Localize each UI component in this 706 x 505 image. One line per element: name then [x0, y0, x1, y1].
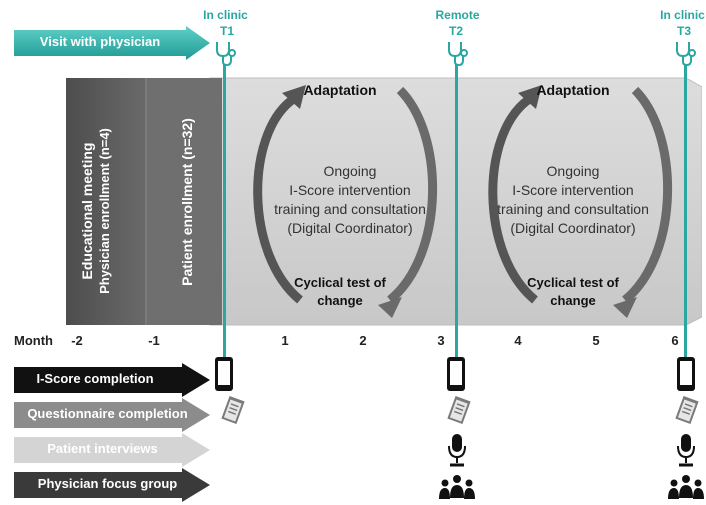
cycle-line: Ongoing	[546, 163, 600, 179]
month-tick: 2	[359, 333, 367, 348]
cyc-line: Cyclical test of	[527, 275, 619, 290]
cycle-description: Ongoing I-Score intervention training an…	[255, 162, 445, 238]
t3-location: In clinic	[660, 8, 705, 22]
clipboard-icon	[447, 395, 471, 425]
month-axis-label: Month	[14, 333, 53, 348]
smartphone-icon	[677, 357, 695, 391]
month-tick: 5	[592, 333, 600, 348]
smartphone-icon	[215, 357, 233, 391]
cycle-line: Ongoing	[323, 163, 377, 179]
physician-enrollment: Physician enrollment (n=4)	[97, 128, 112, 294]
cycle-line: I-Score intervention	[289, 182, 411, 198]
stethoscope-icon	[216, 42, 236, 66]
cyc-line: change	[317, 293, 363, 308]
group-icon	[439, 475, 475, 499]
cycle-line: training and consultation	[497, 201, 649, 217]
cyc-line: Cyclical test of	[294, 275, 386, 290]
focus-group-arrow	[14, 468, 210, 502]
cyclical-test-label: Cyclical test of change	[270, 274, 410, 310]
t2-label: T2	[448, 24, 463, 38]
month-tick: 3	[437, 333, 445, 348]
iscore-arrow	[14, 363, 210, 397]
smartphone-icon	[447, 357, 465, 391]
interviews-label: Patient interviews	[47, 441, 158, 456]
clipboard-icon	[221, 395, 245, 425]
cycle-line: (Digital Coordinator)	[510, 220, 636, 236]
stethoscope-icon	[448, 42, 468, 66]
t3-label: T3	[676, 24, 691, 38]
month-tick: 1	[281, 333, 289, 348]
t1-line	[223, 64, 226, 360]
cycle-line: training and consultation	[274, 201, 426, 217]
focus-group-label: Physician focus group	[37, 476, 178, 491]
educational-block: Educational meeting Physician enrollment…	[78, 101, 114, 321]
microphone-icon	[677, 434, 695, 467]
visit-label: Visit with physician	[39, 34, 161, 49]
visit-arrow	[14, 26, 210, 60]
cyclical-test-label: Cyclical test of change	[503, 274, 643, 310]
patient-enrollment: Patient enrollment (n=32)	[179, 118, 195, 286]
cycle-line: I-Score intervention	[512, 182, 634, 198]
iscore-label: I-Score completion	[36, 371, 154, 386]
group-icon	[668, 475, 704, 499]
month-tick: -1	[148, 333, 160, 348]
stethoscope-icon	[676, 42, 696, 66]
cyc-line: change	[550, 293, 596, 308]
t2-line	[455, 64, 458, 360]
month-tick: 6	[671, 333, 679, 348]
cycle-line: (Digital Coordinator)	[287, 220, 413, 236]
microphone-icon	[448, 434, 466, 467]
educational-title: Educational meeting	[79, 142, 95, 280]
clipboard-icon	[675, 395, 699, 425]
month-tick: -2	[71, 333, 83, 348]
adaptation-label: Adaptation	[536, 82, 610, 98]
interviews-arrow	[14, 433, 210, 467]
t1-location: In clinic	[203, 8, 248, 22]
questionnaire-arrow	[14, 398, 210, 432]
cycle-description: Ongoing I-Score intervention training an…	[478, 162, 668, 238]
t2-location: Remote	[435, 8, 480, 22]
adaptation-label: Adaptation	[303, 82, 377, 98]
t3-line	[684, 64, 687, 360]
month-tick: 4	[514, 333, 522, 348]
t1-label: T1	[219, 24, 234, 38]
questionnaire-label: Questionnaire completion	[27, 406, 188, 421]
